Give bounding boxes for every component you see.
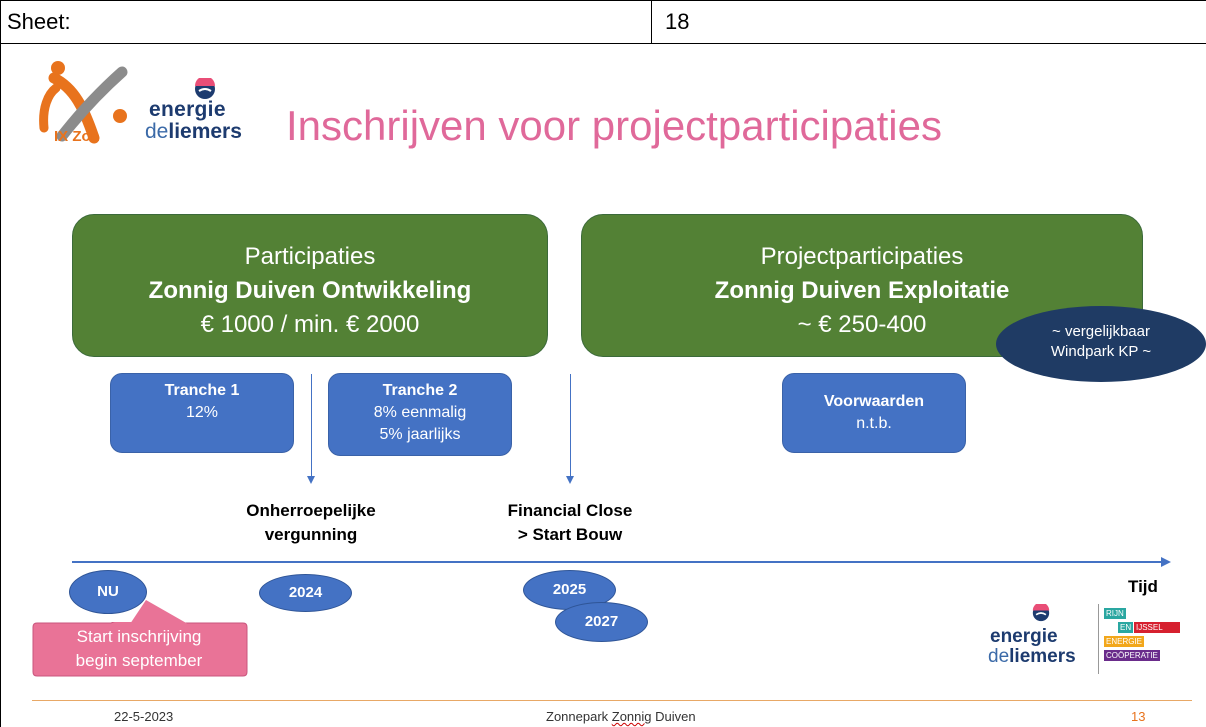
tranche-2-box: Tranche 2 8% eenmalig 5% jaarlijks [328, 373, 512, 456]
tranche-1-title: Tranche 1 [164, 382, 240, 399]
projectparticipaties-label: Projectparticipaties [760, 243, 964, 270]
ix-zon-logo-text: IX Zon [54, 128, 100, 145]
milestone-vergunning: Onherroepelijke vergunning [246, 501, 376, 544]
windpark-note: ~ vergelijkbaar Windpark KP ~ [996, 306, 1206, 382]
tranche-2-rate-once: 8% eenmalig [373, 404, 467, 421]
arrow-right-icon [1161, 557, 1171, 567]
logo-energie-text: energie [149, 98, 226, 121]
milestone-financial-close: Financial Close > Start Bouw [507, 501, 633, 544]
footer-date: 22-5-2023 [114, 709, 174, 724]
rijn-en-ijssel-logo: RIJN EN IJSSEL ENERGIE COÖPERATIE [1100, 604, 1190, 674]
arrow-financial-close-line [570, 374, 571, 478]
page-left-border [0, 44, 1, 727]
participaties-amount: € 1000 / min. € 2000 [200, 311, 420, 338]
logo-divider [1098, 604, 1099, 674]
tranche-1-rate: 12% [185, 404, 219, 421]
participaties-project: Zonnig Duiven Ontwikkeling [148, 277, 472, 304]
sheet-number: 18 [665, 9, 690, 34]
year-2027: 2027 [555, 602, 648, 642]
footer-title: Zonnepark Zonnig Duiven [546, 709, 696, 724]
logo-deliemers-text: deliemers [145, 120, 242, 143]
callout-pointer [130, 600, 188, 624]
year-2024: 2024 [259, 574, 352, 612]
year-nu: NU [69, 570, 147, 614]
drop-icon [195, 78, 215, 99]
callout-text: Start inschrijving begin september [75, 627, 203, 670]
arrow-down-icon [566, 476, 574, 484]
start-inschrijving-callout [32, 622, 248, 677]
voorwaarden-box: Voorwaarden n.t.b. [782, 373, 966, 453]
sheet-label: Sheet: [1, 1, 652, 43]
participaties-box: Participaties Zonnig Duiven Ontwikkeling… [72, 214, 548, 357]
timeline-axis [72, 561, 1162, 563]
footer-divider [32, 700, 1192, 701]
tranche-1-box: Tranche 1 12% [110, 373, 294, 453]
voorwaarden-value: n.t.b. [856, 415, 892, 432]
drop-icon [1032, 604, 1050, 622]
footer-page-number: 13 [1131, 709, 1146, 724]
ix-zon-logo [39, 61, 128, 144]
participaties-label: Participaties [244, 243, 376, 270]
energie-de-liemers-logo: energie deliemers [145, 78, 270, 148]
arrow-down-icon [307, 476, 315, 484]
voorwaarden-title: Voorwaarden [823, 393, 925, 410]
arrow-vergunning-line [311, 374, 312, 478]
projectparticipaties-box: Projectparticipaties Zonnig Duiven Explo… [581, 214, 1143, 357]
tranche-2-rate-yearly: 5% jaarlijks [379, 426, 461, 443]
projectparticipaties-amount: ~ € 250-400 [797, 311, 927, 338]
timeline-axis-label: Tijd [1128, 577, 1158, 596]
projectparticipaties-project: Zonnig Duiven Exploitatie [714, 277, 1010, 304]
note-line2: Windpark KP ~ [1050, 343, 1152, 360]
tranche-2-title: Tranche 2 [382, 382, 458, 399]
energie-de-liemers-logo-small: energie deliemers [988, 604, 1100, 674]
slide-title: Inschrijven voor projectparticipaties [286, 102, 942, 149]
sheet-header: Sheet: 18 [0, 0, 1206, 44]
note-line1: ~ vergelijkbaar [1052, 323, 1150, 340]
